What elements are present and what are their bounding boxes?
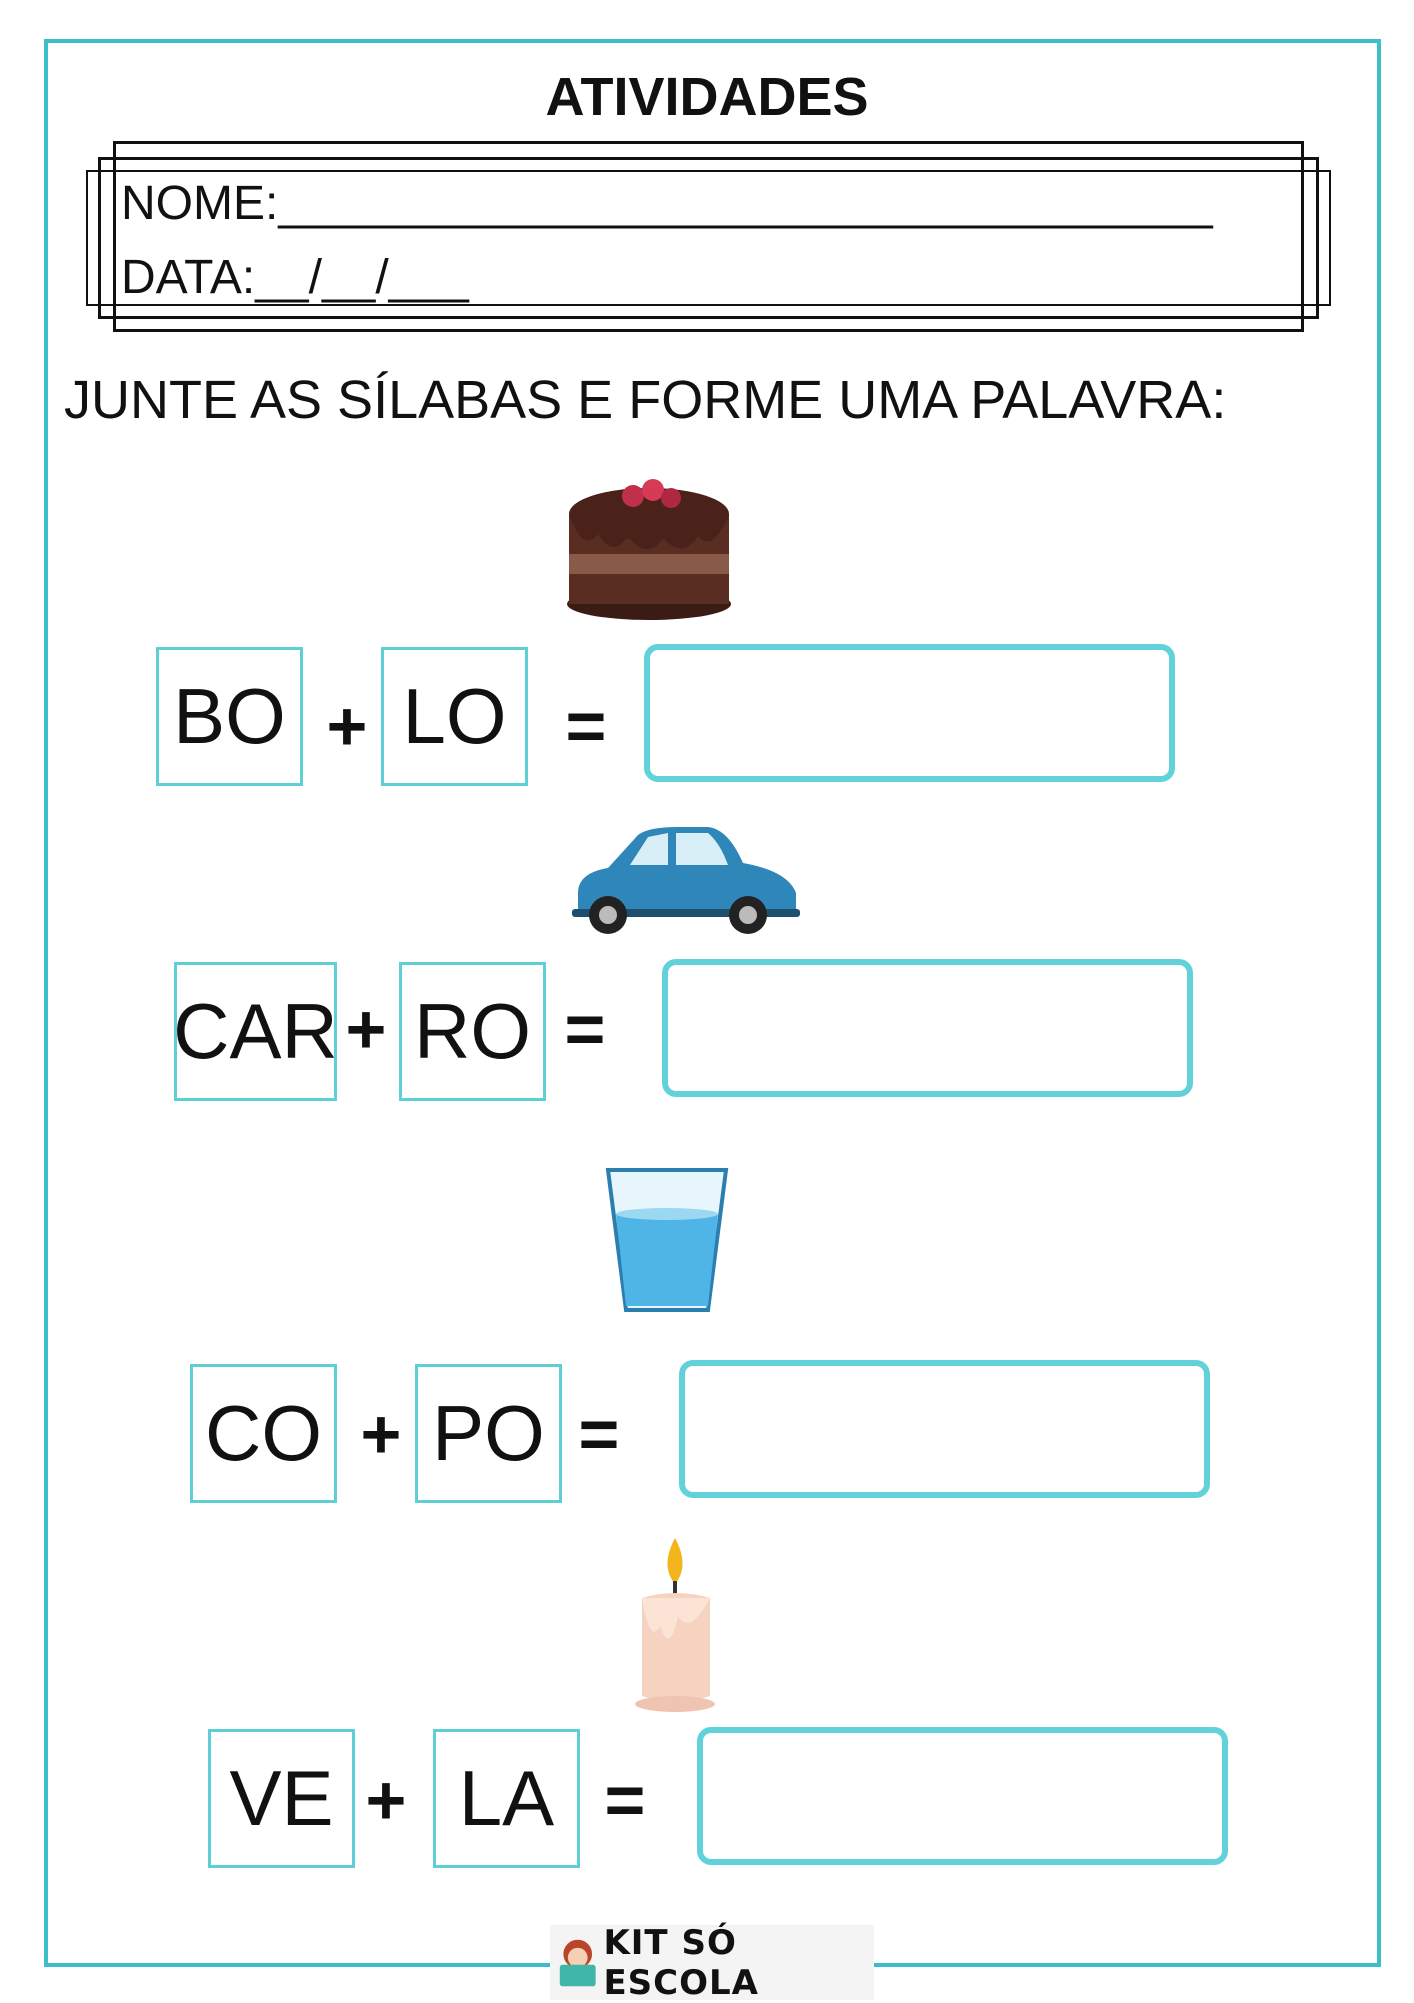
name-field[interactable]: NOME:___________________________________: [121, 177, 1213, 230]
plus-sign: +: [365, 1761, 407, 1839]
equals-sign: =: [604, 1761, 646, 1839]
logo-text: KIT SÓ ESCOLA: [603, 1922, 759, 2003]
plus-sign: +: [360, 1395, 402, 1473]
syllable-box: CO: [190, 1364, 337, 1503]
candle-icon: [635, 1538, 715, 1712]
page-title: ATIVIDADES: [545, 67, 869, 127]
syllable-box: VE: [208, 1729, 355, 1868]
equals-sign: =: [565, 687, 607, 765]
equals-sign: =: [578, 1395, 620, 1473]
footer-logo: KIT SÓ ESCOLA: [550, 1922, 874, 2003]
syllable-box: RO: [399, 962, 546, 1101]
syllable-box: LA: [433, 1729, 580, 1868]
answer-box-4[interactable]: [697, 1727, 1228, 1865]
glass-of-water-icon: [605, 1168, 729, 1312]
answer-box-1[interactable]: [644, 644, 1175, 782]
header-frame-side: [86, 170, 1331, 306]
cake-icon: [567, 479, 731, 620]
date-field[interactable]: DATA:__/__/___: [121, 251, 469, 304]
header-frame: [113, 141, 1304, 332]
syllable-box: CAR: [173, 962, 338, 1101]
car-icon: [572, 827, 800, 934]
syllable-box: LO: [381, 647, 528, 786]
answer-box-3[interactable]: [679, 1360, 1210, 1498]
girl-reading-icon: [559, 1939, 596, 1986]
syllable-box: BO: [156, 647, 303, 786]
plus-sign: +: [345, 990, 387, 1068]
header-frame-inner: [98, 157, 1319, 319]
instruction-text: JUNTE AS SÍLABAS E FORME UMA PALAVRA:: [64, 370, 1227, 430]
syllable-box: PO: [415, 1364, 562, 1503]
equals-sign: =: [564, 990, 606, 1068]
answer-box-2[interactable]: [662, 959, 1193, 1097]
plus-sign: +: [326, 687, 368, 765]
